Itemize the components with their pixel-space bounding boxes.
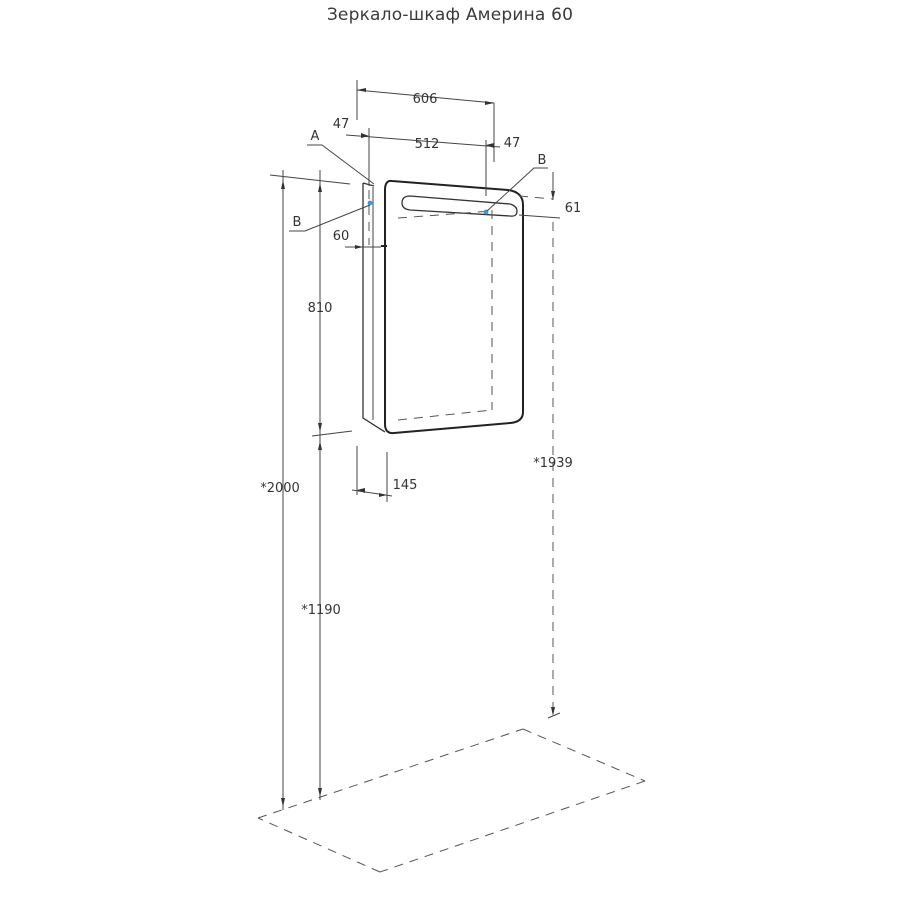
dim-depth: 145 bbox=[393, 478, 418, 493]
dim-width-total: 606 bbox=[413, 92, 438, 107]
floor-outline bbox=[257, 728, 646, 873]
dim-offset-left: 47 bbox=[333, 117, 350, 132]
dim-height: 810 bbox=[308, 301, 333, 316]
dim-hinge-offset: 60 bbox=[333, 229, 350, 244]
dim-mount-height-bottom: *1190 bbox=[301, 603, 341, 618]
dim-offset-right: 47 bbox=[504, 136, 521, 151]
marker-b-right: B bbox=[538, 153, 547, 168]
marker-b-left: B bbox=[293, 215, 302, 230]
dim-total-height: *2000 bbox=[260, 481, 300, 496]
top-dimensions bbox=[345, 80, 501, 245]
dim-led-offset: 61 bbox=[565, 201, 582, 216]
drawing-title: Зеркало-шкаф Америна 60 bbox=[327, 5, 573, 25]
marker-a: A bbox=[311, 129, 320, 144]
led-offset-dimension bbox=[518, 172, 561, 718]
height-1939-dimension bbox=[547, 712, 561, 719]
dim-mount-height-right: *1939 bbox=[533, 456, 573, 471]
depth-dimension bbox=[351, 446, 393, 502]
marker-b-left-dot bbox=[367, 200, 373, 206]
dim-width-inner: 512 bbox=[415, 137, 440, 152]
left-height-dimensions bbox=[269, 170, 353, 810]
cabinet-body bbox=[362, 179, 524, 435]
marker-leaders bbox=[289, 144, 548, 232]
